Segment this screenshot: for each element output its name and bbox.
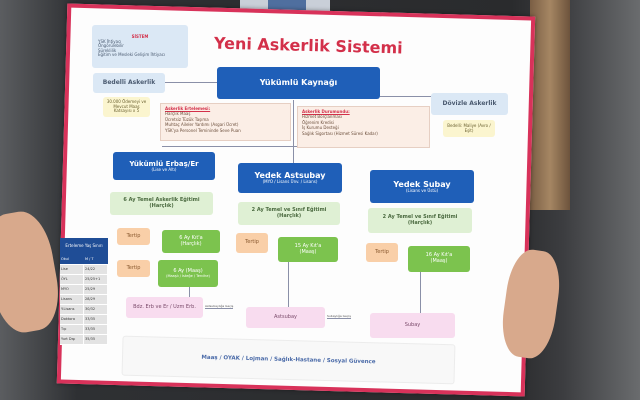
astsubay-branch-box: Yedek Astsubay (MYO / Lisans Ünv. / Lisa…	[238, 163, 342, 193]
table-cell: 24/22	[84, 265, 107, 274]
kita-sub: (Maaş)	[430, 258, 448, 264]
sistem-item: Süreklilik	[98, 47, 117, 53]
kita-label: 6 Ay (Maaş)	[173, 267, 203, 274]
arrow-line	[288, 262, 289, 307]
sistem-item: Öngörülebilir	[98, 43, 124, 49]
table-cell: Doktora	[60, 315, 83, 324]
durumu-item: Öğrenim Kredisi	[302, 119, 335, 125]
kita-sub: (Harçlık)	[180, 240, 202, 247]
chair-back	[530, 0, 570, 210]
astsubay-title: Yedek Astsubay	[254, 171, 326, 181]
bdz-box: Bdz. Erb ve Er / Uzm Erb.	[126, 297, 203, 318]
kita-box-3: 15 Ay Kıt'a(Maaş)	[278, 237, 338, 262]
table-cell: ÖYL	[60, 275, 83, 284]
arrow-line	[293, 100, 294, 163]
arrow-line	[165, 82, 217, 83]
table-header: M / T	[84, 255, 107, 264]
dovizle-note: Bedelli: Maliye (Avro / Eşit)	[443, 120, 495, 137]
kita-box-4: 16 Ay Kıt'a(Maaş)	[408, 246, 470, 272]
dovizle-box: Dövizle Askerlik	[431, 93, 508, 115]
subay-training: 2 Ay Temel ve Sınıf Eğitimi(Harçlık)	[368, 208, 472, 233]
erbas-training: 6 Ay Temel Askerlik Eğitimi(Harçlık)	[110, 192, 213, 215]
arrow-line	[162, 146, 424, 147]
table-cell: 28/29	[84, 295, 107, 304]
tertip-box: Tertip	[236, 233, 268, 253]
durumu-item: Sağlık Sigortası (Hizmet Süresi Kadar)	[302, 130, 378, 136]
table-cell: 25/29	[84, 285, 107, 294]
arrow-line	[380, 96, 431, 97]
table-cell: Yurt Dışı	[60, 335, 83, 344]
transition-arrow-1: Astsubaylığa Geçiş	[205, 304, 234, 309]
table-cell: 33/35	[84, 315, 107, 324]
subay-title: Yedek Subay	[393, 179, 451, 189]
durumu-item: Hizmet Borçlanması	[302, 114, 343, 120]
tertip-box: Tertip	[117, 228, 150, 245]
table-title: Erteleme Yaş Sınırı	[60, 238, 108, 255]
kita-label: 16 Ay Kıt'a	[425, 252, 453, 259]
kita-sub: (Maaşlı / İsteğe / Tercihe)	[166, 274, 210, 279]
kita-box-2: 6 Ay (Maaş)(Maaşlı / İsteğe / Tercihe)	[158, 260, 218, 287]
table-cell: 25/25+1	[84, 275, 107, 284]
table-header: Okul	[60, 255, 83, 264]
sistem-item: YSK İhtiyacı	[98, 38, 122, 44]
erteleme-heading: Askerlik Ertelemesi:	[165, 106, 211, 111]
training-sub: (Harçlık)	[276, 212, 302, 219]
tertip-box: Tertip	[117, 260, 150, 277]
erbas-sub: (Lise ve Altı)	[151, 166, 177, 172]
source-box: Yükümlü Kaynağı	[217, 67, 380, 99]
subay-sub: (Lisans ve Üstü)	[405, 187, 439, 193]
table-cell: 30/32	[84, 305, 107, 314]
kita-label: 15 Ay Kıt'a	[294, 242, 322, 249]
table-cell: Lise	[60, 265, 83, 274]
arrow-line	[189, 287, 190, 297]
subay-branch-box: Yedek Subay (Lisans ve Üstü)	[370, 170, 474, 203]
erteleme-item: Muhtaç Aileler Yardımı (Asgari Ücret)	[165, 122, 239, 128]
astsubay-box: Astsubay	[246, 307, 325, 328]
training-sub: (Harçlık)	[149, 202, 174, 209]
kita-label: 6 Ay Kıt'a	[179, 234, 203, 241]
erteleme-item: Ücretsiz Tüzük Taşıma	[165, 116, 209, 122]
durumu-heading: Askerlik Durumundu:	[302, 109, 350, 114]
table-cell: MYO	[60, 285, 83, 294]
training-label: 2 Ay Temel ve Sınıf Eğitimi	[251, 206, 327, 213]
training-label: 6 Ay Temel Askerlik Eğitimi	[123, 196, 200, 203]
durumu-box: Askerlik Durumundu: Hizmet Borçlanması Ö…	[297, 106, 430, 148]
table-cell: 35/35	[84, 335, 107, 344]
table-cell: Tıp	[60, 325, 83, 334]
sistem-box: SİSTEM YSK İhtiyacı Öngörülebilir Sürekl…	[92, 25, 188, 68]
erteleme-item: Harçlık Maaş	[165, 111, 191, 117]
bedelli-box: Bedelli Askerlik	[93, 73, 165, 93]
astsubay-sub: (MYO / Lisans Ünv. / Lisans)	[262, 179, 318, 185]
tertip-box: Tertip	[366, 243, 398, 262]
bedelli-note: 30.000 Ödemeyi ve Mevcut Maaş Katsayısı …	[103, 97, 150, 117]
table-cell: Lisans	[60, 295, 83, 304]
kita-sub: (Maaş)	[299, 248, 317, 255]
training-label: 2 Ay Temel ve Sınıf Eğitimi	[382, 213, 458, 220]
astsubay-training: 2 Ay Temel ve Sınıf Eğitimi(Harçlık)	[238, 202, 340, 225]
erbas-title: Yükümlü Erbaş/Er	[129, 159, 199, 168]
erbas-box: Yükümlü Erbaş/Er (Lise ve Altı)	[113, 152, 215, 180]
sistem-item: Eğitim ve Mesleki Gelişim İhtiyacı	[98, 52, 166, 58]
erteleme-box: Askerlik Ertelemesi: Harçlık Maaş Ücrets…	[160, 103, 291, 141]
transition-arrow-2: Subaylığa Geçiş	[327, 314, 351, 319]
kita-box-1: 6 Ay Kıt'a(Harçlık)	[162, 230, 220, 253]
erteleme-item: YSK'ya Personel Temininde Seve Puan	[165, 127, 241, 133]
training-sub: (Harçlık)	[407, 219, 433, 226]
arrow-line	[420, 272, 421, 313]
durumu-item: İş Kurumu Desteği	[302, 125, 339, 131]
subay-box: Subay	[370, 313, 455, 338]
table-cell: Y.Lisans	[60, 305, 83, 314]
sistem-heading: SİSTEM	[131, 34, 149, 40]
table-cell: 33/35	[84, 325, 107, 334]
